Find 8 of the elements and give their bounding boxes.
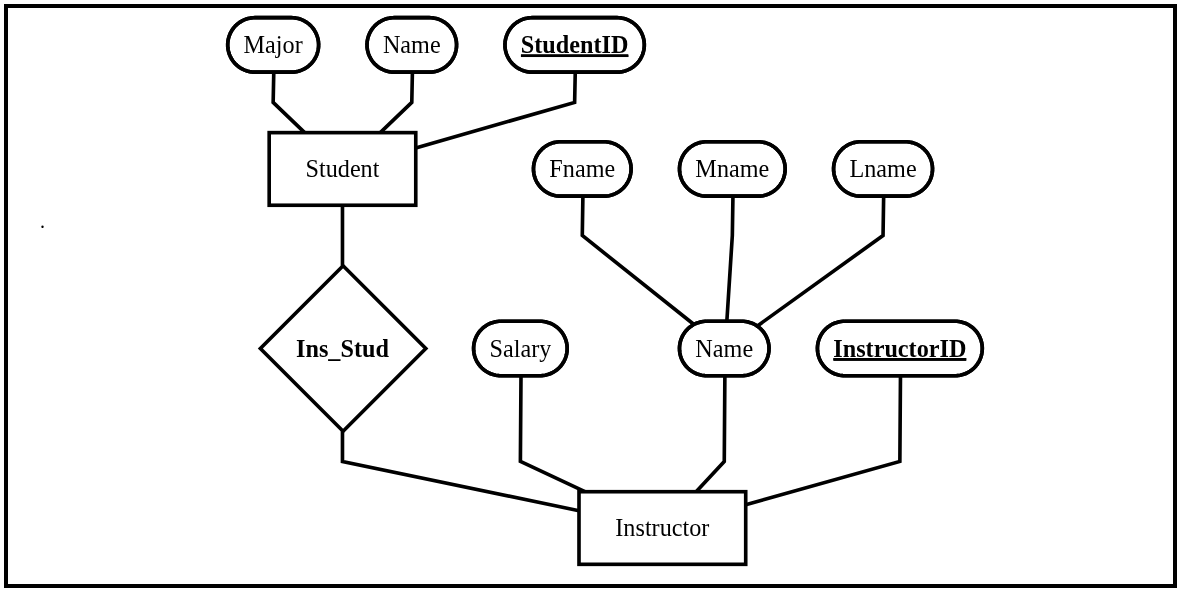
note-text: . [40, 210, 45, 232]
connector [580, 196, 696, 327]
node-box: Instructor [577, 489, 748, 567]
connector [725, 196, 735, 322]
connector [756, 196, 886, 328]
node-box: Student [267, 130, 418, 208]
connector [340, 205, 345, 266]
node-diamond: Ins_Stud [257, 263, 429, 434]
